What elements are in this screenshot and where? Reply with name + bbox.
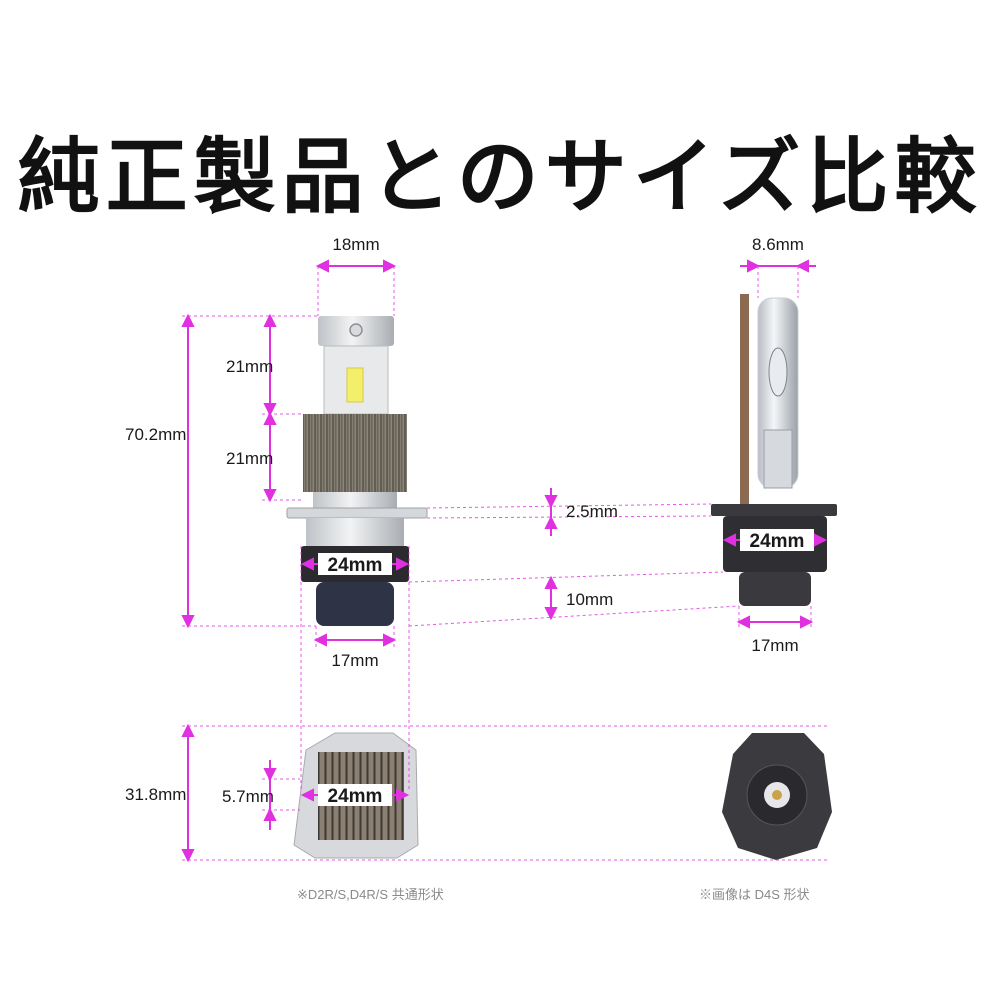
hid-shield [763,429,793,489]
page-title: 純正製品とのサイズ比較 [17,130,983,225]
bottom-depth-label: 31.8mm [125,785,186,804]
hid-bulb-side-view [711,294,837,606]
right-note: ※画像は D4S 形状 [699,887,810,902]
flange-thickness-label: 2.5mm [566,502,618,521]
hid-top-width-label: 8.6mm [752,235,804,254]
connector-height-label: 10mm [566,590,613,609]
hid-flange [711,504,837,516]
led-neck [313,492,397,508]
hid-return-wire [740,294,749,504]
led-top-width-label: 18mm [332,235,379,254]
dimension-arrows [181,259,828,863]
led-flange [286,507,428,519]
led-lock-ring [306,518,404,546]
hid-bottom-width-label: 17mm [751,636,798,655]
hid-base-width-label: 24mm [750,531,805,552]
led-chip [346,367,364,403]
hid-bottom-view [722,733,832,860]
led-cap-screw [349,323,363,337]
hid-arc-capsule [768,347,788,397]
led-height-top-label: 21mm [226,357,273,376]
led-connector [316,582,394,626]
led-bottom-width-label: 17mm [331,651,378,670]
hid-connector [739,572,811,606]
led-bulb-side-view [286,316,428,626]
led-base-width-label: 24mm [328,555,383,576]
bottom-width-label: 24mm [328,786,383,807]
led-total-height-label: 70.2mm [125,425,186,444]
left-note: ※D2R/S,D4R/S 共通形状 [297,887,444,902]
led-height-heatsink-label: 21mm [226,449,273,468]
led-heatsink [303,414,407,492]
guide-lines [182,266,830,861]
bottom-slot-label: 5.7mm [222,787,274,806]
